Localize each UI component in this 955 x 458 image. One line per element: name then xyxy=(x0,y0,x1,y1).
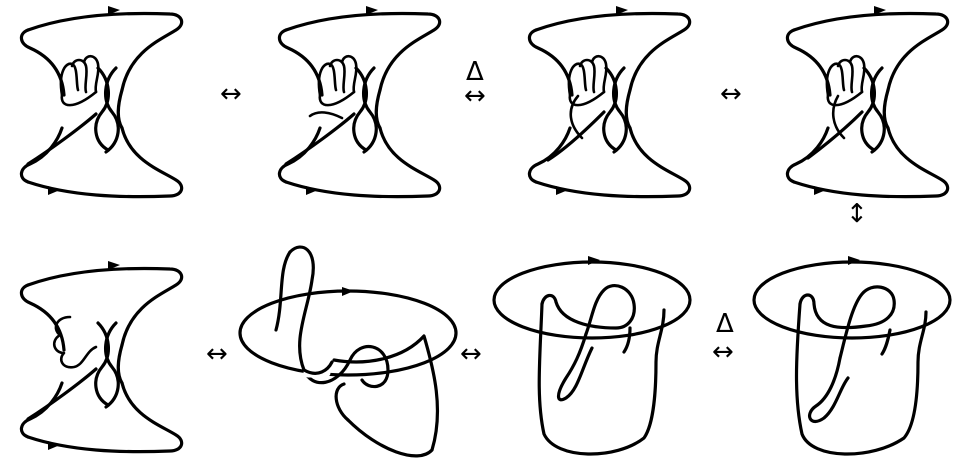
panel-4 xyxy=(787,6,947,197)
panel-7 xyxy=(494,256,690,454)
equiv-symbol-3: ↔ xyxy=(720,79,742,109)
panel-5 xyxy=(21,261,181,452)
panel-3 xyxy=(529,6,689,197)
panel-8 xyxy=(754,256,950,454)
vertical-equiv-symbol: ↕ xyxy=(846,199,868,229)
panel-2 xyxy=(279,6,439,197)
equiv-symbol-5: ↔ xyxy=(460,339,482,369)
delta-label-2: Δ xyxy=(716,309,734,339)
equiv-symbol-6: ↔ xyxy=(712,337,734,367)
equiv-symbol-1: ↔ xyxy=(220,79,242,109)
equiv-symbol-2: ↔ xyxy=(464,81,486,111)
equiv-symbol-4: ↔ xyxy=(206,339,228,369)
panel-6 xyxy=(240,247,456,456)
panel-1 xyxy=(21,6,181,197)
